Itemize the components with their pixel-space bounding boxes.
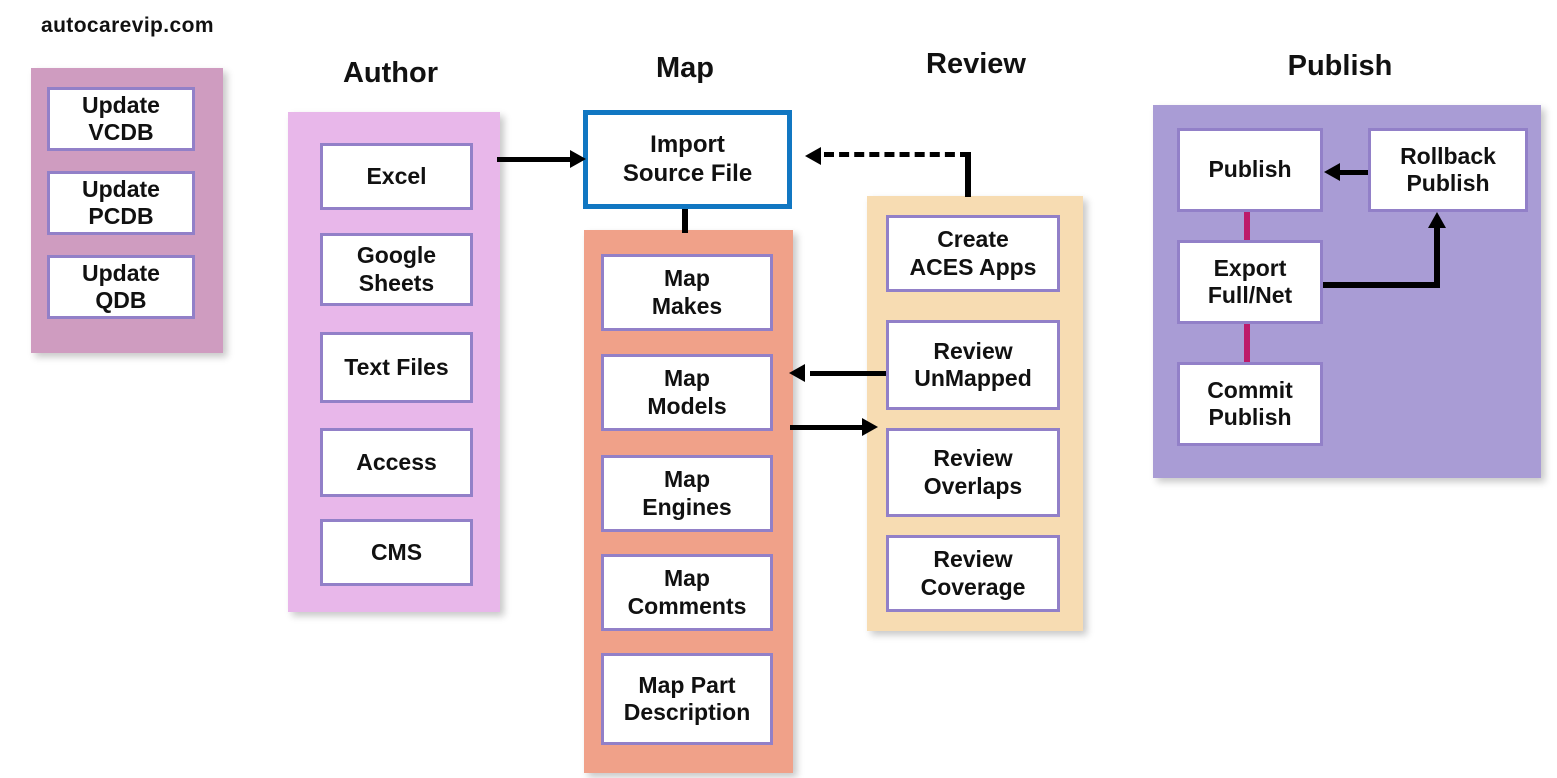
node-line-2: VCDB: [88, 119, 154, 145]
column-title-map: Map: [656, 52, 714, 84]
node-rollback-publish[interactable]: Rollback Publish: [1368, 128, 1528, 212]
node-map-comments[interactable]: Map Comments: [601, 554, 773, 631]
node-line-1: Update: [82, 175, 160, 202]
node-import-source-file[interactable]: Import Source File: [583, 110, 792, 209]
connector-map-models-to-review-overlaps: [790, 425, 864, 430]
node-line-1: Map: [663, 265, 710, 292]
node-review-overlaps[interactable]: Review Overlaps: [886, 428, 1060, 517]
node-line-2: UnMapped: [914, 365, 1032, 391]
node-line-1: Map: [663, 565, 710, 592]
connector-import-to-map-panel: [682, 209, 688, 233]
column-title-publish: Publish: [1287, 50, 1393, 82]
connector-export-to-rollback-horizontal: [1320, 282, 1440, 288]
node-line-2: Coverage: [920, 573, 1026, 600]
node-line-2: Engines: [642, 493, 732, 520]
arrowhead-review-unmapped-to-map-models: [789, 364, 805, 382]
node-line-2: Description: [623, 699, 751, 725]
node-line-1: Map Part: [638, 671, 736, 698]
node-review-unmapped[interactable]: Review UnMapped: [886, 320, 1060, 410]
node-line-1: Review: [933, 337, 1013, 364]
node-map-models[interactable]: Map Models: [601, 354, 773, 431]
connector-author-to-import: [497, 157, 572, 162]
node-line-1: CMS: [370, 538, 423, 565]
node-line-1: Map: [664, 466, 710, 493]
node-line-1: Import: [650, 131, 725, 159]
node-line-1: Export: [1213, 254, 1287, 281]
node-map-engines[interactable]: Map Engines: [601, 455, 773, 532]
node-line-1: Map: [663, 365, 710, 392]
column-title-author: Author: [342, 57, 439, 89]
node-publish[interactable]: Publish: [1177, 128, 1323, 212]
connector-review-unmapped-to-map-models: [810, 371, 886, 376]
node-line-2: Models: [647, 392, 727, 419]
arrowhead-map-models-to-review-overlaps: [862, 418, 878, 436]
node-line-2: Publish: [1406, 170, 1490, 196]
connector-publish-to-export: [1244, 208, 1250, 240]
node-update-pcdb[interactable]: Update PCDB: [47, 171, 195, 235]
node-line-1: Create: [937, 226, 1009, 253]
column-title-review: Review: [926, 48, 1026, 80]
node-map-part-description[interactable]: Map Part Description: [601, 653, 773, 745]
node-line-1: Rollback: [1400, 142, 1496, 169]
node-export-full-net[interactable]: Export Full/Net: [1177, 240, 1323, 324]
node-line-2: ACES Apps: [909, 253, 1037, 280]
node-google-sheets[interactable]: Google Sheets: [320, 233, 473, 306]
node-line-2: Makes: [651, 292, 723, 319]
arrowhead-export-to-rollback: [1428, 212, 1446, 228]
node-review-coverage[interactable]: Review Coverage: [886, 535, 1060, 612]
connector-export-to-commit: [1244, 323, 1250, 363]
node-line-2: Source File: [622, 159, 753, 187]
node-line-2: Publish: [1208, 404, 1292, 430]
node-line-1: Update: [82, 259, 160, 286]
node-line-2: QDB: [95, 287, 147, 313]
node-map-makes[interactable]: Map Makes: [601, 254, 773, 331]
node-line-1: Access: [356, 448, 437, 475]
node-commit-publish[interactable]: Commit Publish: [1177, 362, 1323, 446]
node-line-1: Update: [82, 91, 160, 118]
node-create-aces-apps[interactable]: Create ACES Apps: [886, 215, 1060, 292]
node-text-files[interactable]: Text Files: [320, 332, 473, 403]
node-update-vcdb[interactable]: Update VCDB: [47, 87, 195, 151]
node-line-1: Review: [933, 546, 1013, 573]
node-line-2: PCDB: [88, 203, 154, 229]
node-line-1: Publish: [1208, 156, 1292, 183]
connector-review-to-import-dashed: [824, 152, 970, 157]
arrowhead-rollback-to-publish: [1324, 163, 1340, 181]
node-cms[interactable]: CMS: [320, 519, 473, 586]
node-excel[interactable]: Excel: [320, 143, 473, 210]
node-line-1: Excel: [366, 162, 427, 189]
node-line-1: Commit: [1207, 376, 1293, 403]
brand-label: autocarevip.com: [41, 14, 214, 37]
node-access[interactable]: Access: [320, 428, 473, 497]
node-line-2: Comments: [627, 592, 747, 619]
connector-export-to-rollback-vertical: [1434, 228, 1440, 286]
node-update-qdb[interactable]: Update QDB: [47, 255, 195, 319]
node-line-1: Review: [933, 445, 1013, 472]
connector-review-to-import-vertical: [965, 152, 971, 197]
arrowhead-author-to-import: [570, 150, 586, 168]
node-line-2: Sheets: [358, 269, 435, 296]
node-line-2: Full/Net: [1207, 282, 1293, 308]
node-line-2: Overlaps: [923, 472, 1023, 499]
arrowhead-review-to-import: [805, 147, 821, 165]
node-line-1: Text Files: [344, 353, 449, 380]
node-line-1: Google: [356, 242, 437, 269]
